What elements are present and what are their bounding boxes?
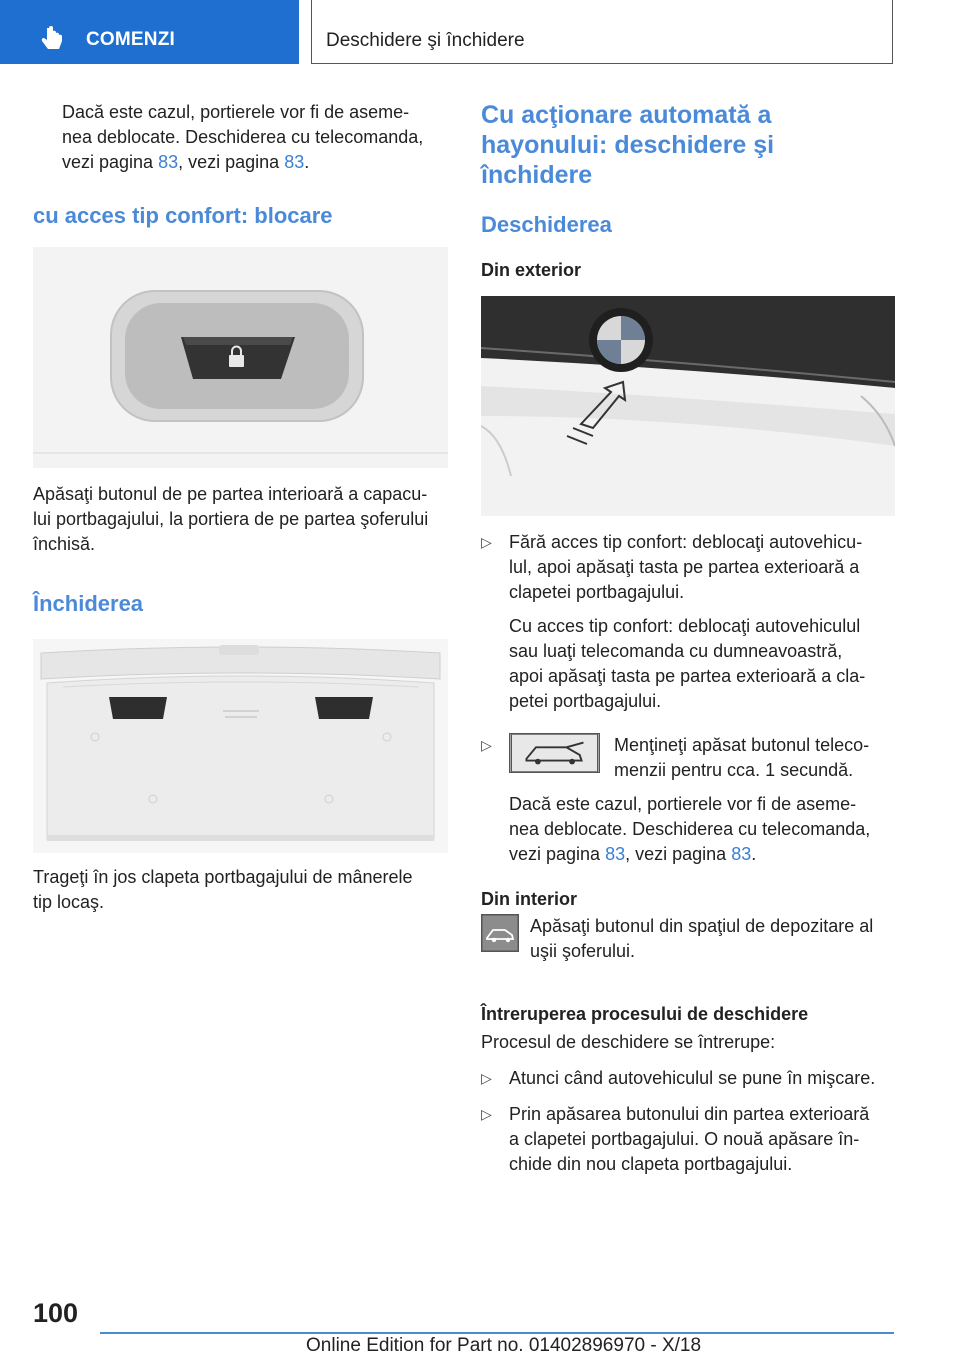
page-link[interactable]: 83	[605, 844, 626, 864]
text-line: menzii pentru cca. 1 secundă.	[614, 760, 854, 780]
text-line: Prin apăsarea butonului din partea exter…	[509, 1104, 870, 1124]
text-line: Fără acces tip confort: deblocaţi autove…	[509, 532, 863, 552]
heading-open: Deschiderea	[481, 212, 612, 237]
text-line: petei portbagajului.	[509, 691, 662, 711]
intro-paragraph: Dacă este cazul, portierele vor fi de as…	[33, 100, 448, 175]
text-line: Procesul de deschidere se întrerupe:	[481, 1032, 776, 1052]
exterior-button-image	[481, 296, 895, 516]
text-span: vezi pagina	[509, 844, 606, 864]
section-tab[interactable]: COMENZI	[0, 0, 299, 64]
page-link[interactable]: 83	[731, 844, 752, 864]
page-link[interactable]: 83	[158, 152, 179, 172]
lock-button-image	[33, 247, 448, 468]
text-line: vezi pagina 83, vezi pagina 83.	[509, 842, 897, 867]
heading-line: hayonului: deschidere şi	[481, 131, 775, 159]
text-line: nea deblocate. Deschiderea cu telecomand…	[62, 127, 424, 147]
bullet-triangle-icon: ▷	[481, 737, 492, 753]
bullet-triangle-icon: ▷	[481, 1070, 492, 1086]
subheading-exterior: Din exterior	[481, 260, 582, 280]
remote-trunk-icon	[509, 733, 600, 773]
text-line: lul, apoi apăsaţi tasta pe partea exteri…	[509, 557, 860, 577]
text-line: Apăsaţi butonul din spaţiul de depozitar…	[530, 916, 874, 936]
trunk-lid-handles-image	[33, 639, 448, 853]
bullet-item: ▷ Atunci când autovehiculul se pune în m…	[481, 1066, 897, 1091]
text-span: .	[751, 844, 757, 864]
right-column: Cu acţionare automată a hayonului: desch…	[481, 100, 897, 1177]
text-line: sau luaţi telecomanda cu dumneavoastră,	[509, 641, 843, 661]
text-line: nea deblocate. Deschiderea cu telecomand…	[509, 819, 871, 839]
door-button-icon	[481, 914, 519, 952]
text-span: .	[304, 152, 310, 172]
subheading-interior: Din interior	[481, 889, 578, 909]
text-line: Apăsaţi butonul de pe partea interioară …	[33, 484, 428, 504]
page-link[interactable]: 83	[284, 152, 305, 172]
interior-row: Apăsaţi butonul din spaţiul de depozitar…	[481, 914, 897, 964]
left-column: Dacă este cazul, portierele vor fi de as…	[33, 100, 448, 915]
text-line: Atunci când autovehiculul se pune în miş…	[509, 1068, 876, 1088]
bullet-body: Atunci când autovehiculul se pune în miş…	[509, 1066, 897, 1091]
text-line: închisă.	[33, 534, 96, 554]
text-line: Trageţi în jos clapeta portbagajului de …	[33, 867, 413, 887]
close-paragraph: Trageţi în jos clapeta portbagajului de …	[33, 865, 448, 915]
text-line: vezi pagina 83, vezi pagina 83.	[62, 150, 448, 175]
bullet-item: ▷ Fără acces tip confort: deblocaţi auto…	[481, 530, 897, 714]
pointing-hand-icon	[41, 26, 62, 49]
text-line: chide din nou clapeta portbagajului.	[509, 1154, 793, 1174]
bullet-body: Prin apăsarea butonului din partea exter…	[509, 1102, 897, 1177]
text-line: clapetei portbagajului.	[509, 582, 685, 602]
text-line: Menţineţi apăsat butonul teleco‐	[614, 735, 870, 755]
heading-line: Cu acţionare automată a	[481, 101, 772, 129]
interior-text: Apăsaţi butonul din spaţiul de depozitar…	[530, 914, 873, 964]
text-line: uşii şoferului.	[530, 941, 636, 961]
subheading-interrupt: Întreruperea procesului de deschidere	[481, 1004, 809, 1024]
heading-line: închidere	[481, 161, 593, 189]
bullet-body: Menţineţi apăsat butonul teleco‐ menzii …	[509, 733, 897, 867]
heading-main: Cu acţionare automată a hayonului: desch…	[481, 100, 897, 190]
bullet-item: ▷ Menţineţi apăsat butonul teleco‐ menzi…	[481, 733, 897, 867]
bullet-body: Fără acces tip confort: deblocaţi autove…	[509, 530, 897, 714]
text-line: Dacă este cazul, portierele vor fi de as…	[62, 102, 410, 122]
footer-edition: Online Edition for Part no. 01402896970 …	[306, 1335, 702, 1356]
text-line: tip locaş.	[33, 892, 105, 912]
text-line: apoi apăsaţi tasta pe partea exterioară …	[509, 666, 866, 686]
text-line: a clapetei portbagajului. O nouă apăsare…	[509, 1129, 860, 1149]
text-line: lui portbagajului, la portiera de pe par…	[33, 509, 429, 529]
footer-divider	[100, 1332, 894, 1334]
heading-lock: cu acces tip confort: blocare	[33, 203, 333, 228]
text-span: , vezi pagina	[178, 152, 285, 172]
remote-row: Menţineţi apăsat butonul teleco‐ menzii …	[509, 733, 897, 783]
bullet-triangle-icon: ▷	[481, 1106, 492, 1122]
bullet-item: ▷ Prin apăsarea butonului din partea ext…	[481, 1102, 897, 1177]
lock-paragraph: Apăsaţi butonul de pe partea interioară …	[33, 482, 448, 557]
heading-close: Închiderea	[33, 591, 144, 616]
page-number: 100	[33, 1298, 79, 1328]
bullet-triangle-icon: ▷	[481, 534, 492, 550]
page-header: Deschidere şi închidere	[311, 0, 893, 64]
remote-text: Menţineţi apăsat butonul teleco‐ menzii …	[614, 733, 869, 783]
page-title: Deschidere şi închidere	[326, 30, 525, 51]
text-span: vezi pagina	[62, 152, 159, 172]
text-span: , vezi pagina	[625, 844, 732, 864]
section-tab-label: COMENZI	[86, 29, 176, 50]
text-line: Cu acces tip confort: deblocaţi autovehi…	[509, 616, 861, 636]
text-line: Dacă este cazul, portierele vor fi de as…	[509, 794, 857, 814]
